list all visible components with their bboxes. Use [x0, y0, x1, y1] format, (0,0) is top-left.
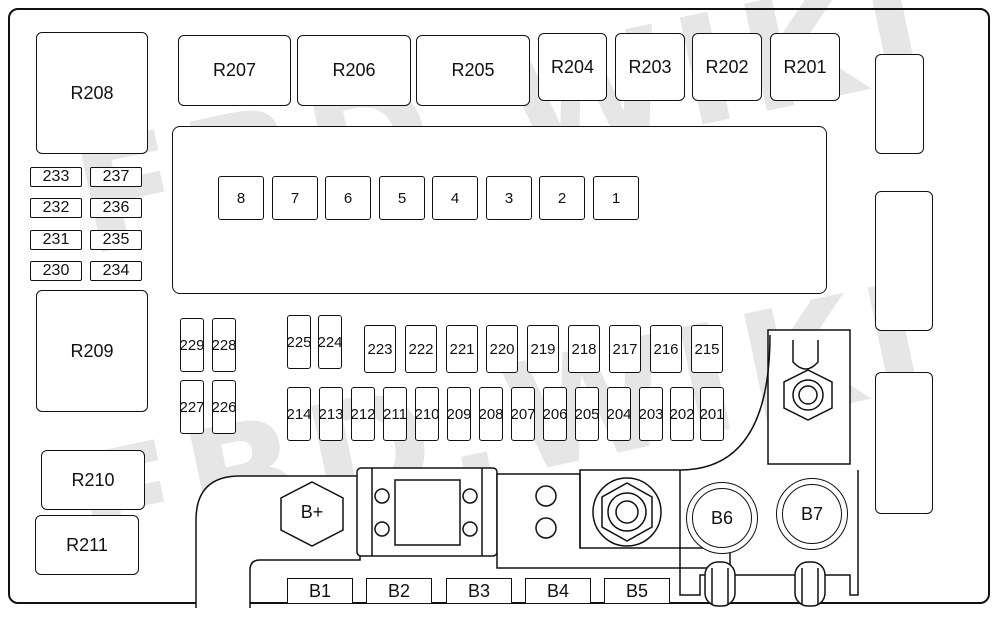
fuse-3: 3: [486, 176, 532, 220]
fuse-219: 219: [527, 325, 559, 373]
fuse-4: 4: [432, 176, 478, 220]
fuse-8: 8: [218, 176, 264, 220]
fuse-232: 232: [30, 198, 82, 218]
terminal-b7: B7: [776, 478, 848, 550]
terminal-bplus: B+: [280, 480, 344, 544]
fuse-225: 225: [286, 315, 312, 369]
relay-r203: R203: [615, 33, 685, 101]
relay-r201: R201: [770, 33, 840, 101]
fuse-203: 203: [638, 387, 664, 441]
relay-r205: R205: [416, 35, 530, 106]
fuse-217: 217: [609, 325, 641, 373]
fuse-5: 5: [379, 176, 425, 220]
fuse-223: 223: [364, 325, 396, 373]
fuse-2: 2: [539, 176, 585, 220]
fuse-205: 205: [574, 387, 600, 441]
fuse-229: 229: [179, 318, 205, 372]
terminal-bplus-label: B+: [300, 501, 324, 522]
fuse-201: 201: [699, 387, 725, 441]
fuse-235: 235: [90, 230, 142, 250]
fuse-221: 221: [446, 325, 478, 373]
fuse-236: 236: [90, 198, 142, 218]
relay-r209: R209: [36, 290, 148, 412]
empty-slot-right-top: [875, 54, 924, 154]
fuse-202: 202: [669, 387, 695, 441]
fuse-7: 7: [272, 176, 318, 220]
relay-r207: R207: [178, 35, 291, 106]
fuse-226: 226: [211, 380, 237, 434]
fuse-210: 210: [414, 387, 440, 441]
fuse-1: 1: [593, 176, 639, 220]
fuse-215: 215: [691, 325, 723, 373]
fuse-216: 216: [650, 325, 682, 373]
fuse-234: 234: [90, 261, 142, 281]
fuse-218: 218: [568, 325, 600, 373]
fuse-206: 206: [542, 387, 568, 441]
fuse-228: 228: [211, 318, 237, 372]
tag-b1: B1: [287, 578, 353, 604]
fuse-227: 227: [179, 380, 205, 434]
relay-r208: R208: [36, 32, 148, 154]
relay-r204: R204: [538, 33, 607, 101]
relay-r210: R210: [41, 450, 145, 510]
fuse-233: 233: [30, 167, 82, 187]
fuse-237: 237: [90, 167, 142, 187]
terminal-b6-label: B6: [710, 507, 734, 528]
tag-b3: B3: [446, 578, 512, 604]
relay-r202: R202: [692, 33, 762, 101]
terminal-b6-ring: [692, 488, 752, 548]
fuse-207: 207: [510, 387, 536, 441]
fuse-209: 209: [446, 387, 472, 441]
fuse-212: 212: [350, 387, 376, 441]
terminal-b7-ring: [782, 484, 842, 544]
terminal-b7-label: B7: [800, 503, 824, 524]
fuse-213: 213: [318, 387, 344, 441]
empty-slot-right-middle: [875, 191, 933, 331]
relay-r206: R206: [297, 35, 411, 106]
terminal-b6: B6: [686, 482, 758, 554]
fuse-214: 214: [286, 387, 312, 441]
fuse-230: 230: [30, 261, 82, 281]
fuse-220: 220: [486, 325, 518, 373]
fuse-208: 208: [478, 387, 504, 441]
relay-r211: R211: [35, 515, 139, 575]
empty-slot-right-bottom: [875, 372, 933, 514]
fuse-222: 222: [405, 325, 437, 373]
fuse-224: 224: [317, 315, 343, 369]
fuse-204: 204: [606, 387, 632, 441]
fuse-211: 211: [383, 387, 407, 441]
tag-b2: B2: [366, 578, 432, 604]
fuse-6: 6: [325, 176, 371, 220]
tag-b4: B4: [525, 578, 591, 604]
fuse-231: 231: [30, 230, 82, 250]
tag-b5: B5: [604, 578, 670, 604]
